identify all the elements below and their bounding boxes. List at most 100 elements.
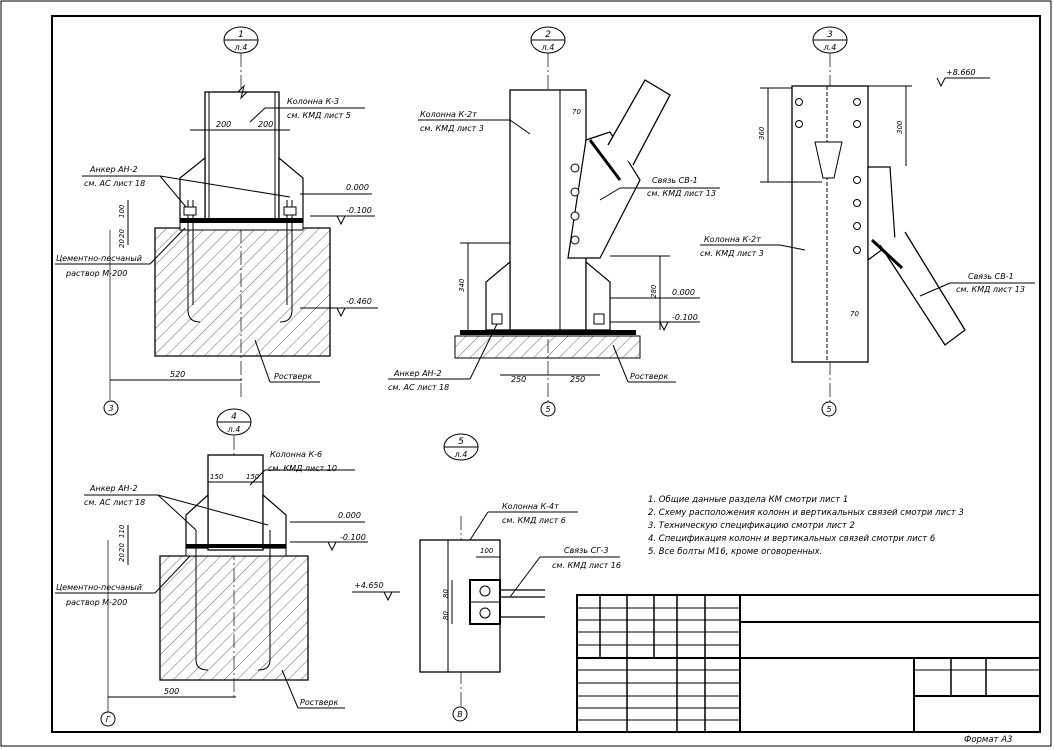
section-5-num: 5 — [458, 437, 464, 447]
anchor-label-2: см. АС лист 18 — [84, 498, 145, 507]
axis-marker — [452, 706, 468, 722]
section-3-num: 3 — [827, 30, 833, 40]
dim-100: 100 — [480, 547, 494, 555]
dim-200b: 200 — [258, 120, 273, 129]
section-3-sheet: л.4 — [823, 43, 837, 52]
dim-150a: 150 — [210, 473, 224, 481]
grillage-label: Ростверк — [630, 372, 668, 381]
dim-100: 100 — [118, 204, 126, 218]
col-k3-label-2: см. КМД лист 5 — [287, 111, 351, 120]
section-4-sheet: л.4 — [227, 425, 241, 434]
elev-0: 0.000 — [338, 511, 361, 520]
column-k2t — [509, 89, 587, 331]
dim-20b: 20 — [118, 553, 126, 562]
brace-label-2: см. КМД лист 16 — [552, 561, 621, 570]
col-k3-label-1: Колонна К-3 — [287, 97, 339, 106]
col-k2t-label-1: Колонна К-2т — [704, 235, 761, 244]
column-k6 — [207, 454, 264, 551]
dim-250l: 250 — [511, 375, 526, 384]
grillage-label: Ростверк — [274, 372, 312, 381]
mortar-label-1: Цементно-песчаный — [56, 254, 142, 263]
view-3: 3 л.4 +8.660 360 300 70 Колонна К-2т см.… — [700, 26, 1035, 417]
axis-marker — [103, 400, 119, 416]
view-2: 2 л.4 70 340 280 250 250 0.000 -0.100 — [388, 26, 720, 417]
elev-m0100: -0.100 — [340, 533, 366, 542]
note-5: 5. Все болты М16, кроме оговоренных. — [648, 547, 822, 557]
col-k4t-label-1: Колонна К-4т — [502, 502, 559, 511]
note-4: 4. Спецификация колонн и вертикальных св… — [648, 534, 936, 544]
anchor-label-2: см. АС лист 18 — [84, 179, 145, 188]
axis-label: 5 — [545, 405, 550, 414]
mortar-label-2: раствор М-200 — [65, 598, 127, 607]
dim-150b: 150 — [246, 473, 260, 481]
anchor-label-1: Анкер АН-2 — [393, 369, 442, 378]
col-k2t-label-1: Колонна К-2т — [420, 110, 477, 119]
dim-20a: 20 — [118, 543, 126, 552]
view-1: 1 л.4 200 200 100 20 20 520 — [55, 26, 378, 416]
elev-m0100: -0.100 — [346, 206, 372, 215]
elev-top: +8.660 — [946, 68, 976, 77]
view-4: 4 л.4 150 150 110 20 20 500 0.000 -0.100… — [55, 408, 368, 727]
dim-80a: 80 — [442, 589, 450, 598]
brace-sg3 — [500, 589, 545, 618]
mortar-label-1: Цементно-песчаный — [56, 583, 142, 592]
format-label: Формат А3 — [964, 735, 1012, 745]
col-k2t-label-2: см. КМД лист 3 — [700, 249, 764, 258]
section-1-num: 1 — [238, 30, 244, 40]
dim-20b: 20 — [118, 239, 126, 248]
col-k6-label-1: Колонна К-6 — [270, 450, 322, 459]
brace-sv1 — [607, 79, 671, 166]
note-2: 2. Схему расположения колонн и вертикаль… — [648, 508, 964, 518]
axis-label: Г — [106, 715, 111, 724]
grillage-label: Ростверк — [300, 698, 338, 707]
view-5: 5 л.4 100 80 80 +4.650 Колонна К-4т см. … — [352, 433, 621, 722]
brace-label-2: см. КМД лист 13 — [647, 189, 716, 198]
section-2-num: 2 — [545, 30, 551, 40]
foundation-block — [159, 555, 309, 681]
title-block — [576, 594, 1041, 733]
elev-0: 0.000 — [672, 288, 695, 297]
axis-label: В — [457, 710, 463, 719]
sheet-frame — [51, 15, 1041, 733]
elev: +4.650 — [354, 581, 384, 590]
section-5-sheet: л.4 — [454, 450, 468, 459]
section-1-sheet: л.4 — [234, 43, 248, 52]
mortar-label-2: раствор М-200 — [65, 269, 127, 278]
dim-520: 520 — [170, 370, 185, 379]
brace-label-1: Связь СГ-3 — [564, 546, 609, 555]
dim-340: 340 — [458, 278, 466, 292]
dim-300: 300 — [896, 120, 904, 134]
dim-360: 360 — [758, 126, 766, 140]
dim-280: 280 — [650, 284, 658, 298]
col-k6-label-2: см. КМД лист 10 — [268, 464, 337, 473]
axis-label: 3 — [108, 404, 113, 413]
note-1: 1. Общие данные раздела КМ смотри лист 1 — [648, 495, 848, 505]
note-3: 3. Техническую спецификацию смотри лист … — [648, 521, 855, 531]
dim-500: 500 — [164, 687, 179, 696]
dim-80b: 80 — [442, 611, 450, 620]
elev-m0460: -0.460 — [346, 297, 372, 306]
brace-label-2: см. КМД лист 13 — [956, 285, 1025, 294]
anchor-label-1: Анкер АН-2 — [89, 484, 138, 493]
section-4-num: 4 — [231, 412, 237, 422]
brace-label-1: Связь СВ-1 — [652, 176, 698, 185]
foundation-block — [154, 227, 331, 357]
col-k2t-label-2: см. КМД лист 3 — [420, 124, 484, 133]
axis-marker — [100, 711, 116, 727]
axis-label: 5 — [826, 405, 831, 414]
dim-250r: 250 — [570, 375, 585, 384]
section-2-sheet: л.4 — [541, 43, 555, 52]
dim-20a: 20 — [118, 229, 126, 238]
dim-70: 70 — [572, 108, 581, 116]
elev-m0100: -0.100 — [672, 313, 698, 322]
dim-110: 110 — [118, 524, 126, 538]
anchor-label-1: Анкер АН-2 — [89, 165, 138, 174]
brace-sv1 — [879, 231, 966, 346]
col-k4t-label-2: см. КМД лист 6 — [502, 516, 566, 525]
dim-70: 70 — [850, 310, 859, 318]
axis-marker — [540, 401, 556, 417]
elev-0: 0.000 — [346, 183, 369, 192]
dim-200a: 200 — [216, 120, 231, 129]
